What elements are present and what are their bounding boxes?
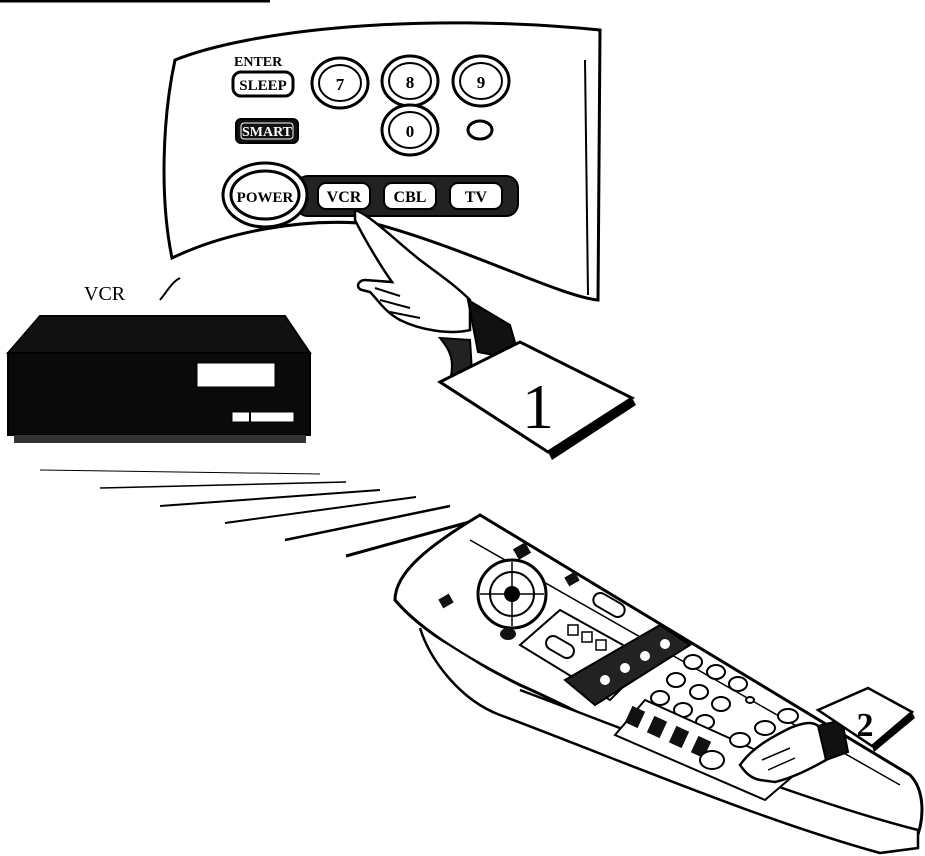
handheld-remote: 2 bbox=[395, 515, 922, 853]
vcr-display bbox=[197, 363, 275, 387]
vcr-base bbox=[14, 435, 306, 443]
vcr-leader-line bbox=[160, 278, 180, 300]
vcr-device: VCR bbox=[8, 278, 310, 443]
sleep-button-label: SLEEP bbox=[239, 78, 287, 94]
smart-button[interactable]: SMART bbox=[236, 119, 298, 143]
smart-button-label: SMART bbox=[242, 125, 293, 140]
tv-button-label: TV bbox=[465, 189, 488, 206]
small-oval-button[interactable] bbox=[468, 121, 492, 139]
step-2-number: 2 bbox=[857, 707, 874, 744]
key-7-label: 7 bbox=[336, 75, 345, 94]
vcr-device-label: VCR bbox=[84, 283, 126, 305]
vcr-slot bbox=[232, 412, 294, 422]
enter-label: ENTER bbox=[234, 55, 283, 70]
key-8-button[interactable]: 8 bbox=[382, 56, 438, 106]
key-8-label: 8 bbox=[406, 73, 415, 92]
vcr-button-label: VCR bbox=[327, 189, 362, 206]
signal-beams bbox=[40, 470, 484, 556]
step-1-number: 1 bbox=[522, 371, 554, 442]
key-0-button[interactable]: 0 bbox=[382, 105, 438, 155]
vcr-top bbox=[8, 316, 310, 353]
power-button-label: POWER bbox=[237, 190, 294, 206]
cbl-mode-button[interactable]: CBL bbox=[384, 183, 436, 209]
key-9-button[interactable]: 9 bbox=[453, 56, 509, 106]
tv-mode-button[interactable]: TV bbox=[450, 183, 502, 209]
sleep-button[interactable]: SLEEP bbox=[233, 72, 293, 96]
key-9-label: 9 bbox=[477, 73, 486, 92]
key-7-button[interactable]: 7 bbox=[312, 58, 368, 108]
key-0-label: 0 bbox=[406, 122, 415, 141]
cbl-button-label: CBL bbox=[394, 189, 427, 206]
power-button[interactable]: POWER bbox=[223, 163, 307, 227]
vcr-mode-button[interactable]: VCR bbox=[318, 183, 370, 209]
